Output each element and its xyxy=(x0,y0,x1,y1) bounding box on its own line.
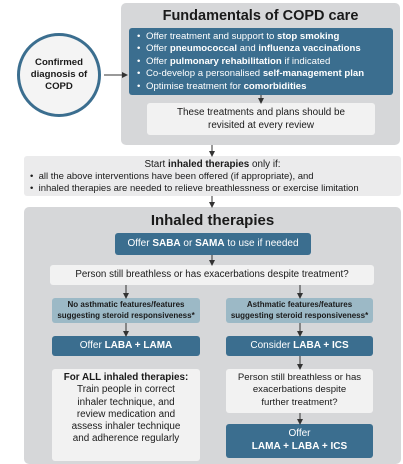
start-condition-item: • all the above interventions have been … xyxy=(30,171,314,182)
triple-therapy-box: Offer LAMA + LABA + ICS xyxy=(226,424,373,458)
start-conditions-heading: Start inhaled therapies only if: xyxy=(144,159,281,170)
diagnosis-label: Confirmed diagnosis of COPD xyxy=(30,57,88,92)
fundamentals-item-vaccinations: •Offer pneumococcal and influenza vaccin… xyxy=(137,43,361,55)
fundamentals-item-smoking: •Offer treatment and support to stop smo… xyxy=(137,31,340,42)
all-inhaled-therapies-note: For ALL inhaled therapies: Train people … xyxy=(52,369,200,461)
fundamentals-title: Fundamentals of COPD care xyxy=(162,8,359,24)
laba-ics-box: Consider LABA + ICS xyxy=(226,336,373,356)
laba-lama-box: Offer LABA + LAMA xyxy=(52,336,200,356)
still-breathless-question: Person still breathless or has exacerbat… xyxy=(50,265,374,285)
start-condition-item: • inhaled therapies are needed to reliev… xyxy=(30,183,359,194)
fundamentals-item-comorbidities: •Optimise treatment for comorbidities xyxy=(137,80,307,92)
still-breathless-further-question: Person still breathless or has exacerbat… xyxy=(226,369,373,413)
start-conditions-panel xyxy=(24,156,401,196)
fundamentals-item-self-management: •Co-develop a personalised self-manageme… xyxy=(137,68,365,80)
revisit-note: These treatments and plans should be rev… xyxy=(147,103,375,135)
no-asthmatic-features-box: No asthmatic features/features suggestin… xyxy=(52,298,200,323)
saba-sama-box: Offer SABA or SAMA to use if needed xyxy=(115,233,311,255)
diagnosis-circle: Confirmed diagnosis of COPD xyxy=(17,33,101,117)
asthmatic-features-box: Asthmatic features/features suggesting s… xyxy=(226,298,373,323)
inhaled-therapies-title: Inhaled therapies xyxy=(150,212,275,229)
fundamentals-item-rehabilitation: •Offer pulmonary rehabilitation if indic… xyxy=(137,55,331,67)
fundamentals-list: •Offer treatment and support to stop smo… xyxy=(129,28,393,95)
